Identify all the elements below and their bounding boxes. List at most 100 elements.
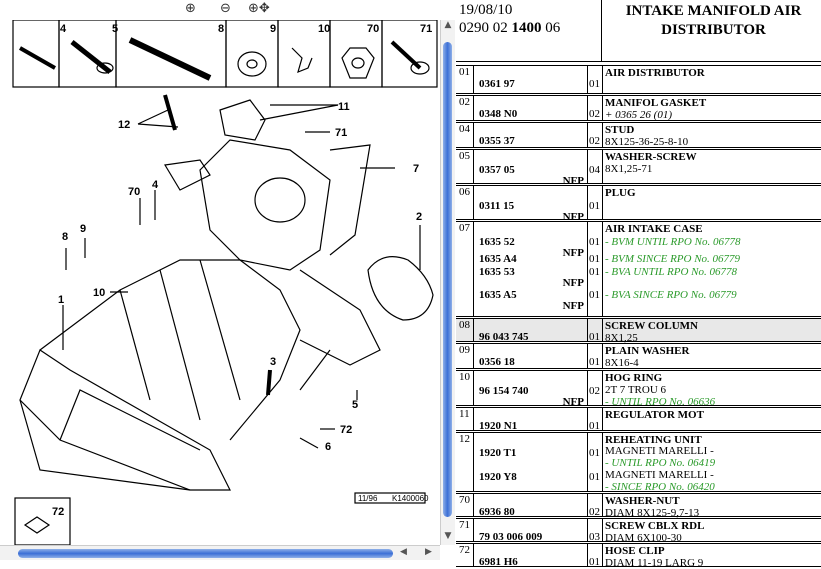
part-detail: - BVA UNTIL RPO No. 06778	[605, 266, 738, 278]
quantity: 04	[589, 164, 600, 176]
part-reference[interactable]: 1635 52	[479, 236, 515, 248]
part-reference[interactable]: 1920 N1	[479, 420, 518, 432]
quantity-cell: 01	[588, 408, 603, 432]
item-number: 09	[456, 344, 474, 368]
quantity-cell: 01	[588, 344, 603, 368]
zoom-in-icon[interactable]: ⊕	[185, 1, 196, 16]
part-reference-cell: 1920 N1	[475, 408, 588, 432]
part-reference[interactable]: 79 03 006 009	[479, 531, 543, 543]
part-name: HOG RING	[605, 372, 663, 384]
part-detail: - BVM UNTIL RPO No. 06778	[605, 236, 741, 248]
quantity: 03	[589, 531, 600, 543]
description-cell: REGULATOR MOT	[603, 408, 821, 430]
item-number: 70	[456, 494, 474, 516]
item-number: 04	[456, 123, 474, 147]
quantity: 01	[589, 78, 600, 90]
item-number: 06	[456, 186, 474, 219]
quantity-cell: 01	[588, 66, 603, 93]
label-9: 9	[80, 223, 86, 235]
vertical-scrollbar[interactable]: ▲ ▼	[440, 20, 455, 545]
description-cell: PLUG	[603, 186, 821, 219]
quantity-cell: 02	[588, 96, 603, 120]
part-reference[interactable]: 6936 80	[479, 506, 515, 518]
label-12: 12	[118, 119, 130, 131]
item-number: 08	[456, 319, 474, 341]
pan-icon[interactable]: ⊕✥	[248, 1, 270, 16]
scroll-right-icon[interactable]: ▶	[425, 547, 432, 557]
quantity: 01	[589, 331, 600, 343]
horizontal-scrollbar[interactable]: ◀ ▶	[0, 545, 440, 560]
nfp-flag: NFP	[562, 396, 584, 408]
nfp-flag: NFP	[562, 211, 584, 223]
quantity-cell: 01	[588, 319, 603, 343]
scroll-down-icon[interactable]: ▼	[444, 531, 452, 541]
part-reference[interactable]: 0348 N0	[479, 108, 518, 120]
part-reference[interactable]: 1920 T1	[479, 447, 517, 459]
part-reference[interactable]: 0311 15	[479, 200, 515, 212]
quantity: 01	[589, 200, 600, 212]
part-reference[interactable]: 0357 05	[479, 164, 515, 176]
zoom-out-icon[interactable]: ⊖	[220, 1, 231, 16]
quantity-cell: 03	[588, 519, 603, 543]
quantity: 02	[589, 506, 600, 518]
scroll-left-icon[interactable]: ◀	[400, 547, 407, 557]
callout-4: 4	[60, 23, 67, 35]
part-reference[interactable]: 1635 A4	[479, 253, 517, 265]
part-cell-71	[381, 20, 438, 88]
part-reference[interactable]: 0356 18	[479, 356, 515, 368]
part-reference[interactable]: 6981 H6	[479, 556, 518, 568]
part-name: SCREW CBLX RDL	[605, 520, 705, 532]
part-reference[interactable]: 1635 A5	[479, 289, 517, 301]
label-5: 5	[352, 399, 358, 411]
part-detail: 8X1,25	[605, 332, 638, 344]
part-reference-cell: 0356 18	[475, 344, 588, 368]
part-reference[interactable]: 96 043 745	[479, 331, 529, 343]
part-reference[interactable]: 1920 Y8	[479, 471, 517, 483]
part-reference[interactable]: 96 154 740	[479, 385, 529, 397]
quantity: 02	[589, 385, 600, 397]
label-70: 70	[128, 186, 140, 198]
quantity: 01	[589, 356, 600, 368]
part-reference[interactable]: 0355 37	[479, 135, 515, 147]
callout-5: 5	[112, 23, 118, 35]
part-reference[interactable]: 0361 97	[479, 78, 515, 90]
header-date: 19/08/10	[459, 2, 513, 18]
callout-10: 10	[318, 23, 330, 35]
part-detail: 8X16-4	[605, 357, 639, 369]
scroll-up-icon[interactable]: ▲	[444, 20, 452, 30]
description-cell: AIR INTAKE CASE- BVM UNTIL RPO No. 06778…	[603, 222, 821, 316]
quantity: 01	[589, 289, 600, 301]
quantity: 01	[589, 556, 600, 568]
vertical-scroll-thumb[interactable]	[443, 42, 452, 517]
item-number: 01	[456, 66, 474, 93]
part-reference-cell: 6981 H6	[475, 544, 588, 568]
quantity: 01	[589, 420, 600, 432]
part-cell-4	[12, 20, 60, 88]
part-detail: - SINCE RPO No. 06420	[605, 481, 715, 493]
description-cell: MANIFOL GASKET+ 0365 26 (01)	[603, 96, 821, 121]
diagram-pane: ⊕ ⊖ ⊕✥	[0, 0, 455, 561]
item-number: 11	[456, 408, 474, 430]
callout-70: 70	[367, 23, 379, 35]
part-reference[interactable]: 1635 53	[479, 266, 515, 278]
label-10: 10	[93, 287, 105, 299]
horizontal-scroll-thumb[interactable]	[18, 549, 393, 558]
